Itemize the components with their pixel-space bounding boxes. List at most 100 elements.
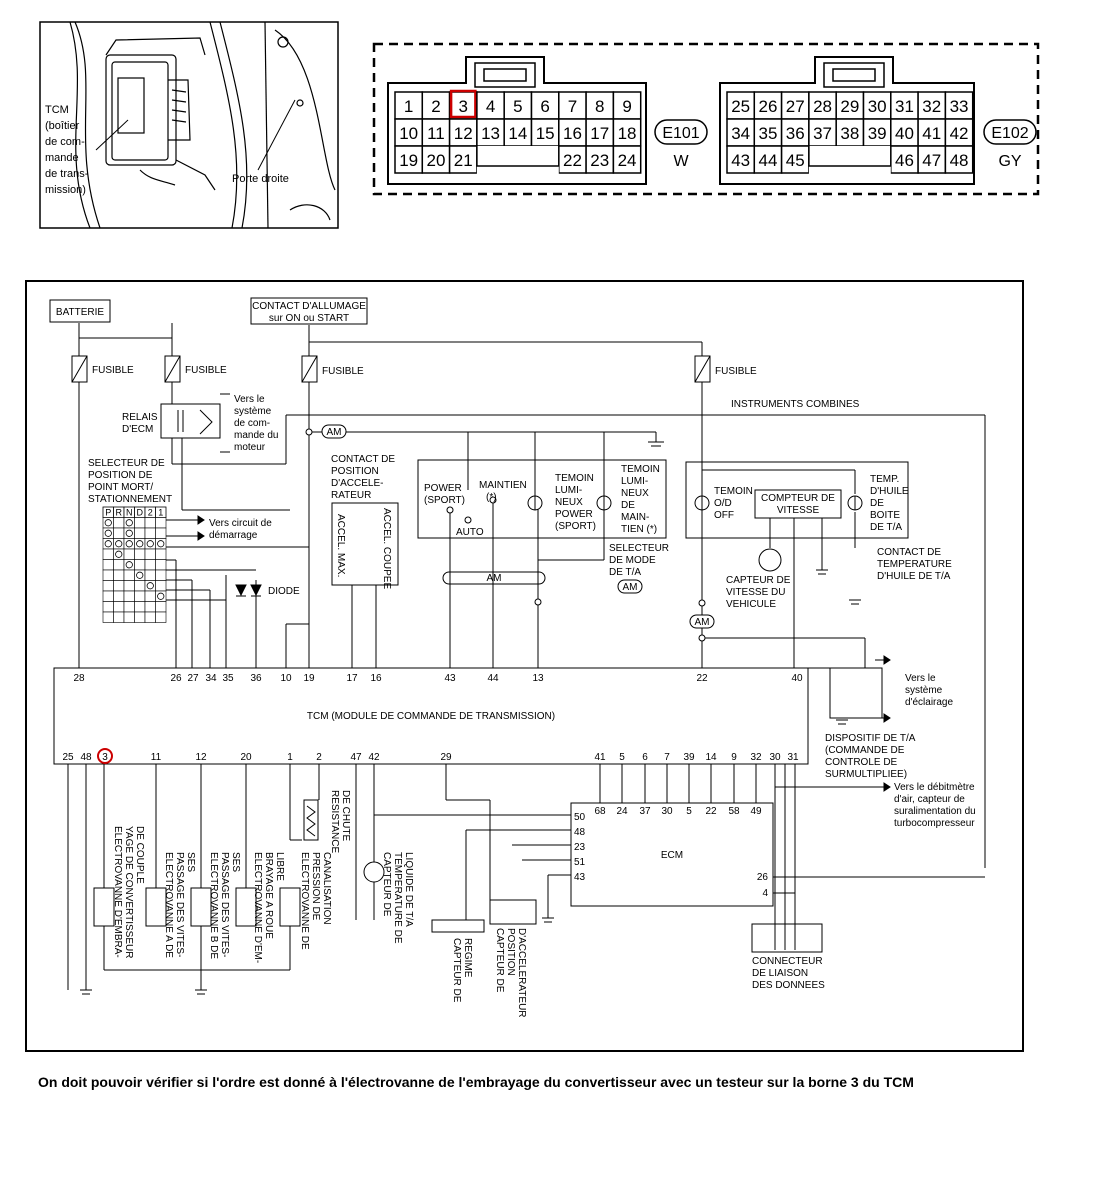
svg-text:D'ACCELERATEUR: D'ACCELERATEUR [516, 928, 527, 1018]
svg-text:(COMMANDE DE: (COMMANDE DE [825, 745, 905, 756]
svg-text:STATIONNEMENT: STATIONNEMENT [88, 494, 172, 505]
ecm-left-pin-50: 50 [574, 812, 586, 823]
pin-cell-23 [585, 145, 615, 174]
svg-text:D'HUILE DE T/A: D'HUILE DE T/A [877, 571, 951, 582]
temoin-od-label: TEMOIN O/D OFF [714, 486, 753, 521]
selector-matrix-cell [113, 559, 125, 571]
e102-id: E102 [991, 125, 1028, 142]
svg-text:LUMI-: LUMI- [621, 476, 648, 487]
svg-text:PRESSION DE: PRESSION DE [310, 852, 321, 921]
ev-roue-libre-label: ELECTROVANNE D'EM- BRAYAGE A ROUE LIBRE [252, 852, 285, 963]
starter-label-2: démarrage [209, 530, 258, 541]
e102-pin-41: 41 [922, 124, 941, 143]
svg-text:TEMOIN: TEMOIN [621, 464, 660, 475]
selector-contact [157, 592, 165, 600]
selector-matrix-cell [113, 569, 125, 581]
selector-matrix-cell [102, 548, 114, 560]
selector-matrix-cell [113, 611, 125, 623]
ev-pression-label: ELECTROVANNE DE PRESSION DE CANALISATION [299, 852, 332, 950]
ecm-top-pin-30: 30 [661, 806, 673, 817]
svg-text:AM: AM [695, 617, 710, 628]
resistance-label: RESISTANCE DE CHUTE [329, 790, 351, 853]
prnd-label-2: 2 [148, 508, 153, 518]
grounds [80, 441, 861, 995]
svg-text:DE: DE [621, 500, 635, 511]
fuse-label-1: FUSIBLE [92, 365, 134, 376]
e102-pin-32: 32 [922, 97, 941, 116]
svg-text:mission): mission) [45, 184, 86, 196]
svg-text:TEMPERATURE DE: TEMPERATURE DE [392, 852, 403, 944]
ecm-top-pin-37: 37 [639, 806, 651, 817]
pin-cell-48 [944, 145, 974, 174]
prnd-label-1: 1 [158, 508, 163, 518]
diagram-frame [25, 280, 1024, 1052]
dispositif-label: DISPOSITIF DE T/A (COMMANDE DE CONTROLE … [825, 733, 916, 780]
selector-matrix-cell [144, 601, 156, 613]
svg-text:MAIN-: MAIN- [621, 512, 649, 523]
selector-contact [104, 529, 112, 537]
e101-pin-13: 13 [481, 124, 500, 143]
tcm-bottom-pin-25: 25 [62, 752, 74, 763]
pin-cell-40 [890, 118, 919, 147]
accel-max-label: ACCEL. MAX. [335, 514, 346, 577]
selector-contact [104, 540, 112, 548]
ecm-left-pin-48: 48 [574, 827, 586, 838]
e102-pin-27: 27 [786, 97, 805, 116]
svg-text:RESISTANCE: RESISTANCE [329, 790, 340, 853]
e101-pin-24: 24 [618, 151, 637, 170]
svg-text:DE MODE: DE MODE [609, 555, 656, 566]
svg-text:POSITION: POSITION [505, 928, 516, 976]
svg-text:LIQUIDE DE T/A: LIQUIDE DE T/A [403, 852, 414, 927]
e102-pin-48: 48 [950, 151, 969, 170]
svg-text:AM: AM [623, 582, 638, 593]
svg-text:BOITE: BOITE [870, 510, 900, 521]
ecm-top-pin-5: 5 [686, 806, 692, 817]
photo-door-label: Porte droite [232, 173, 289, 185]
svg-text:REGIME: REGIME [462, 938, 473, 978]
pin-cell-24 [612, 145, 642, 174]
lamps [305, 428, 863, 883]
selector-matrix-cell [134, 601, 146, 613]
selector-matrix-cell [144, 517, 156, 529]
svg-text:ELECTROVANNE D'EMBRA-: ELECTROVANNE D'EMBRA- [112, 826, 123, 958]
svg-text:PASSAGE DES VITES-: PASSAGE DES VITES- [174, 852, 185, 957]
maintien-label: MAINTIEN [479, 480, 527, 491]
svg-text:mande du: mande du [234, 430, 278, 441]
selector-matrix-cell [123, 580, 135, 592]
ecm-left-pin-51: 51 [574, 857, 586, 868]
fuses [71, 355, 711, 383]
batterie-label: BATTERIE [56, 307, 104, 318]
power-label-1: POWER [424, 483, 462, 494]
selector-matrix-cell [113, 580, 125, 592]
tcm-top-pin-22: 22 [696, 673, 708, 684]
svg-text:CANALISATION: CANALISATION [321, 852, 332, 925]
e101-pin-23: 23 [590, 151, 609, 170]
selector-matrix-cell [134, 590, 146, 602]
svg-text:CAPTEUR DE: CAPTEUR DE [494, 928, 505, 993]
selector-matrix-cell [155, 548, 167, 560]
tcm-bottom-pin-32: 32 [750, 752, 762, 763]
svg-text:DE LIAISON: DE LIAISON [752, 968, 808, 979]
tcm-bottom-pin-47: 47 [350, 752, 362, 763]
maintien-note: (*) [486, 492, 497, 503]
selector-matrix-cell [102, 611, 114, 623]
ecm-title: ECM [661, 850, 683, 861]
svg-text:OFF: OFF [714, 510, 734, 521]
e102-pin-33: 33 [950, 97, 969, 116]
svg-text:DE T/A: DE T/A [609, 567, 641, 578]
svg-text:DE T/A: DE T/A [870, 522, 902, 533]
selector-matrix-cell [123, 611, 135, 623]
starter-label-1: Vers circuit de [209, 518, 272, 529]
e101-pin-1: 1 [404, 97, 413, 116]
tcm-top-pin-26: 26 [170, 673, 182, 684]
svg-text:O/D: O/D [714, 498, 732, 509]
contact-label-1: CONTACT D'ALLUMAGE [252, 301, 366, 312]
auto-label: AUTO [456, 527, 484, 538]
e101-pin-17: 17 [590, 124, 609, 143]
tcm-top-pin-10: 10 [280, 673, 292, 684]
fuse-label-2: FUSIBLE [185, 365, 227, 376]
svg-text:SES: SES [185, 852, 196, 872]
selector-matrix-cell [102, 569, 114, 581]
